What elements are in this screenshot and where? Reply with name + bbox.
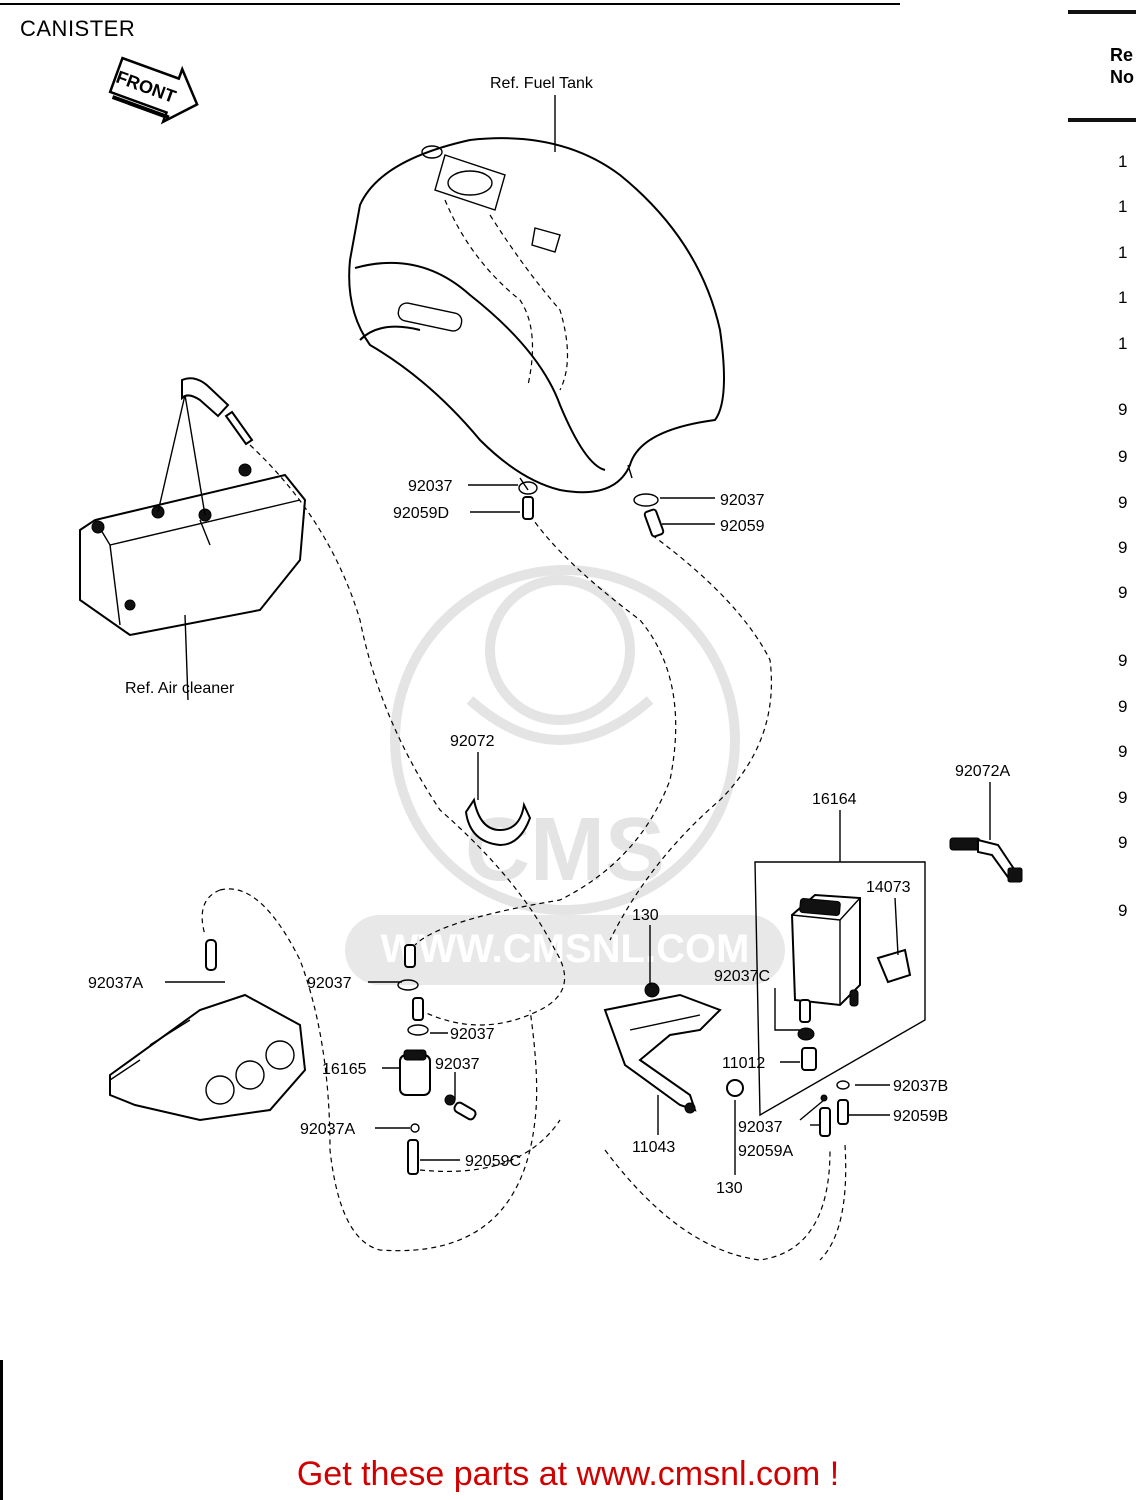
ref-number: 9 [1118, 742, 1128, 761]
watermark-url: WWW.CMSNL.COM [381, 927, 750, 971]
callout-label: 92037 [738, 1119, 783, 1136]
ref-number: 1 [1118, 288, 1128, 307]
watermark-text: CMS [465, 800, 665, 900]
callout-label: 92037 [720, 492, 765, 509]
hose-clamp [464, 797, 532, 847]
ref-number: 1 [1118, 152, 1128, 171]
ref-number: 9 [1118, 447, 1128, 466]
callout-label: 130 [632, 907, 659, 924]
callout-label: 92037A [300, 1121, 355, 1138]
callout-label: 16165 [322, 1061, 367, 1078]
ref-number: 9 [1118, 651, 1128, 670]
callout-label: 92037 [450, 1026, 495, 1043]
hose-lines [201, 444, 847, 1261]
callout-label: 92072A [955, 763, 1010, 780]
callout-label: 92059 [720, 518, 765, 535]
ref-number: 9 [1118, 833, 1128, 852]
ref-number: 1 [1118, 334, 1128, 353]
ref-number: 9 [1118, 400, 1128, 419]
ref-number: 9 [1118, 697, 1128, 716]
table-header-rule [1068, 118, 1136, 122]
ref-column-header: Re [1110, 45, 1134, 65]
callout-label: 92072 [450, 733, 495, 750]
ref-number: 9 [1118, 901, 1128, 920]
table-top-rule [1068, 10, 1136, 14]
fuel-filter [397, 944, 477, 1175]
left-edge-rule [0, 1360, 3, 1500]
callout-label: 92037C [714, 968, 770, 985]
front-arrow-icon: FRONT [108, 56, 199, 125]
hose-clamp-a [949, 837, 1023, 883]
ref-fuel-tank-label: Ref. Fuel Tank [490, 75, 594, 92]
callout-label: 92037 [435, 1056, 480, 1073]
canister-group-box [754, 861, 926, 1117]
callout-label: 92037 [307, 975, 352, 992]
callout-label: 92037B [893, 1078, 948, 1095]
air-cleaner [79, 377, 307, 637]
canister-bracket [603, 982, 744, 1114]
callout-label: 14073 [866, 879, 911, 896]
callout-label: 11043 [632, 1139, 675, 1156]
page-title: CANISTER [20, 16, 136, 41]
charcoal-canister [790, 893, 912, 1137]
tank-fittings [518, 481, 665, 538]
ref-number: 9 [1118, 788, 1128, 807]
ref-number: 1 [1118, 243, 1128, 262]
ref-number: 9 [1118, 538, 1128, 557]
carburetor-assembly [109, 939, 307, 1122]
leader-lines [165, 95, 991, 1175]
ref-column-header: No [1110, 67, 1134, 87]
ref-number: 9 [1118, 493, 1128, 512]
callout-label: 16164 [812, 791, 857, 808]
shop-link[interactable]: Get these parts at www.cmsnl.com ! [296, 1455, 840, 1493]
fuel-tank [348, 137, 725, 494]
watermark-logo: CMS WWW.CMSNL.COM [345, 565, 785, 985]
callout-label: 130 [716, 1180, 743, 1197]
callout-label: 11012 [722, 1055, 765, 1072]
callout-label: 92037A [88, 975, 143, 992]
ref-number: 9 [1118, 583, 1128, 602]
ref-number: 1 [1118, 197, 1128, 216]
callout-label: 92059C [465, 1153, 521, 1170]
reference-number-column: Re No 1 1 1 1 1 9 9 9 9 9 9 9 9 9 9 9 [1066, 0, 1136, 960]
callout-label: 92059A [738, 1143, 793, 1160]
ref-air-cleaner-label: Ref. Air cleaner [125, 680, 235, 697]
callout-label: 92037 [408, 478, 453, 495]
callout-label: 92059D [393, 505, 449, 522]
callout-label: 92059B [893, 1108, 948, 1125]
